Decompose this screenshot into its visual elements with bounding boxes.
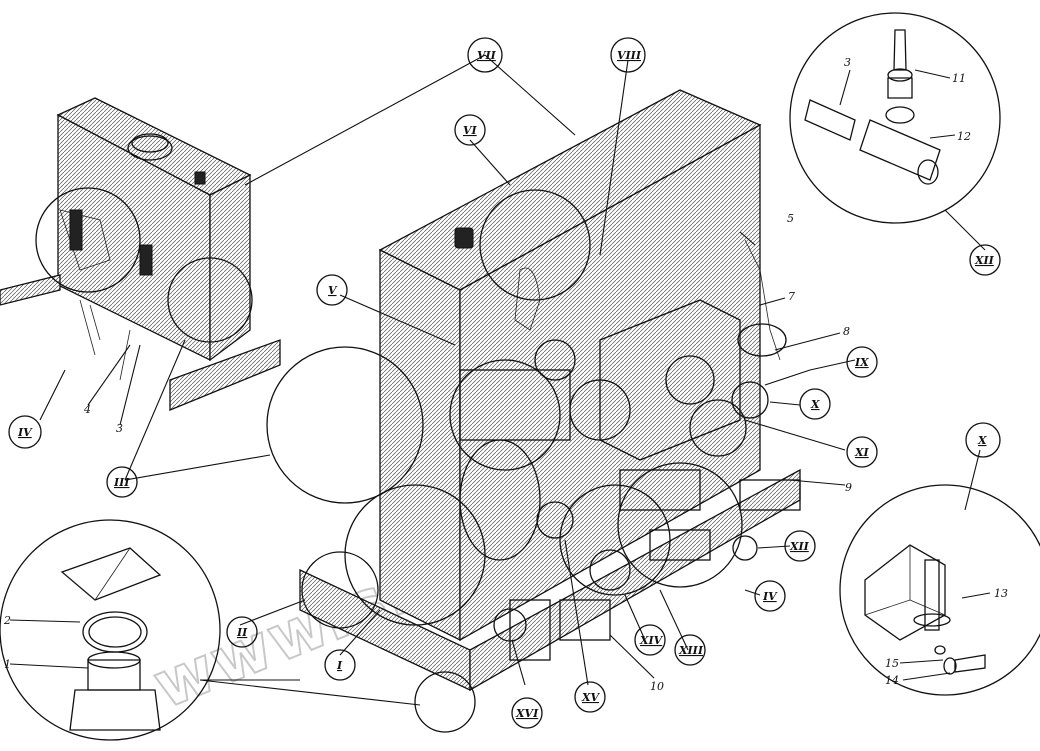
detail-circle-IV-main (617, 462, 743, 588)
label-X-callout: X (810, 398, 820, 411)
detail-circle-XII-main (732, 535, 758, 561)
detail-circle-IX (665, 355, 715, 405)
detail-circle-III-main (266, 346, 424, 504)
detail-XII (789, 12, 1001, 224)
label-X-detail: X (977, 434, 987, 447)
label-IV-left: IV (17, 426, 33, 439)
detail-circle-IV-left (35, 187, 141, 293)
label-XII-detail: XII (974, 254, 995, 267)
label-14: 14 (885, 674, 899, 687)
label-5: 5 (787, 212, 794, 225)
detail-circle-VII (569, 379, 631, 441)
label-XVI: XVI (515, 707, 539, 720)
label-II: II (236, 626, 248, 639)
detail-circle-I (344, 484, 486, 626)
detail-circle-II (301, 551, 379, 629)
label-7: 7 (788, 290, 795, 303)
label-3-left: 3 (116, 422, 123, 435)
number-labels: 1 2 3 4 5 7 8 9 10 3 11 12 13 14 15 (3, 56, 1008, 693)
left-tank-assembly (0, 97, 281, 411)
label-15: 15 (885, 657, 899, 670)
label-11: 11 (952, 72, 966, 85)
label-9: 9 (845, 481, 852, 494)
label-13: 13 (994, 587, 1008, 600)
label-8: 8 (843, 325, 850, 338)
label-1: 1 (4, 658, 11, 671)
label-bubbles (8, 37, 1001, 729)
label-XIV: XIV (639, 634, 664, 647)
detail-circle-XIII (559, 484, 671, 596)
label-VII: VII (477, 49, 497, 62)
label-IV-right: IV (762, 590, 778, 603)
label-12: 12 (957, 130, 971, 143)
label-III: III (113, 476, 130, 489)
label-I: I (336, 659, 343, 672)
detail-circle-XIV-main (589, 549, 631, 591)
label-2: 2 (3, 614, 11, 627)
detail-circle-small-bottom (414, 671, 476, 733)
detail-plug-ring (0, 519, 221, 741)
label-IX: IX (854, 356, 869, 369)
label-4: 4 (83, 403, 91, 416)
label-XII-main: XII (789, 540, 810, 553)
leader-lines (9, 54, 991, 706)
label-10: 10 (650, 680, 664, 693)
detail-circle-VI (479, 189, 591, 301)
label-XIII: XIII (678, 644, 704, 657)
detail-circle-X-main (731, 381, 769, 419)
detail-X (839, 484, 1040, 696)
roman-labels: VII VI VIII V III IV II I IX X XI XII IV… (17, 49, 995, 720)
label-XI: XI (854, 446, 870, 459)
label-VIII: VIII (617, 49, 642, 62)
label-VI: VI (463, 124, 478, 137)
detail-circle-XI (689, 399, 747, 457)
label-V: V (328, 284, 338, 297)
detail-circle-XV-main (536, 501, 574, 539)
main-unit (299, 89, 801, 692)
label-3-detail: 3 (844, 56, 851, 69)
detail-circle-XVI-main (493, 608, 527, 642)
detail-circle-III-left (167, 257, 253, 343)
detail-circle-VIII (534, 339, 576, 381)
label-XV: XV (581, 691, 601, 704)
detail-circle-V (449, 359, 561, 471)
